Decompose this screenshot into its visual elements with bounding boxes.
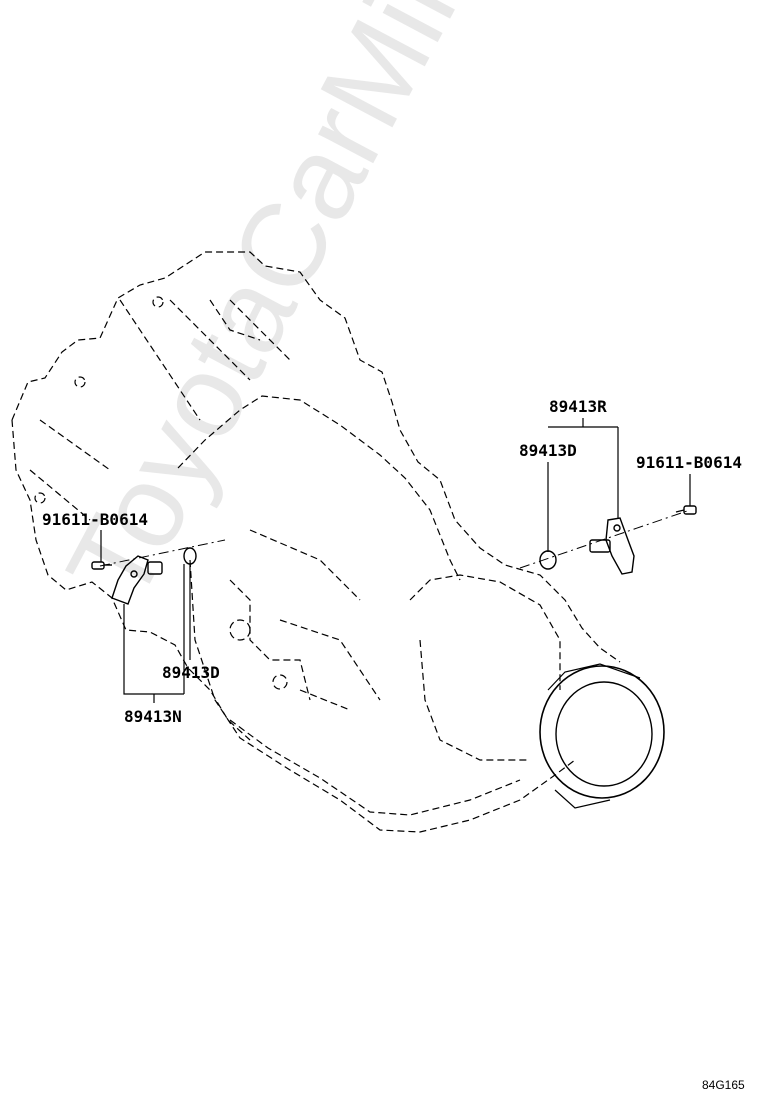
case-rib-2 [169,299,251,381]
extension-housing [409,574,561,690]
case-top-edge [177,395,461,581]
boss-3 [34,492,46,504]
axis-line-right [519,509,691,569]
case-rib-3 [229,299,291,361]
sensor-left-label[interactable]: 89413N [124,707,182,726]
oil-pan-inner [229,719,521,816]
bolt-left[interactable] [91,561,112,570]
boss-4 [272,674,288,690]
output-flange-outer [539,665,665,799]
leader-lines [100,418,691,703]
oring-right-label[interactable]: 89413D [519,441,577,460]
case-rib-8 [279,619,381,701]
bell-housing-outline [11,251,621,663]
case-rib-7 [249,529,361,601]
case-rib-6 [209,299,261,341]
case-rib-9 [299,689,351,711]
oil-pan-outline [189,559,576,833]
oring-left-label[interactable]: 89413D [162,663,220,682]
output-flange-body [547,663,641,809]
bolt-right-label[interactable]: 91611-B0614 [636,453,742,472]
bolt-right[interactable] [675,505,697,515]
bell-housing-lower [11,419,251,741]
boss-5 [229,619,251,641]
case-rib-1 [119,299,201,421]
figure-code: 84G165 [702,1078,745,1092]
boss-1 [152,296,164,308]
axis-line-left [99,539,226,567]
output-flange-inner [555,681,653,787]
case-rib-4 [39,419,111,471]
extension-housing-lower [419,639,530,761]
boss-2 [74,376,86,388]
bolt-left-label[interactable]: 91611-B0614 [42,510,148,529]
speed-sensor-left[interactable] [111,555,163,605]
speed-sensor-right[interactable] [589,517,635,575]
valve-body-block [229,579,311,701]
case-rib-5 [29,469,91,521]
sensor-right-label[interactable]: 89413R [549,397,607,416]
